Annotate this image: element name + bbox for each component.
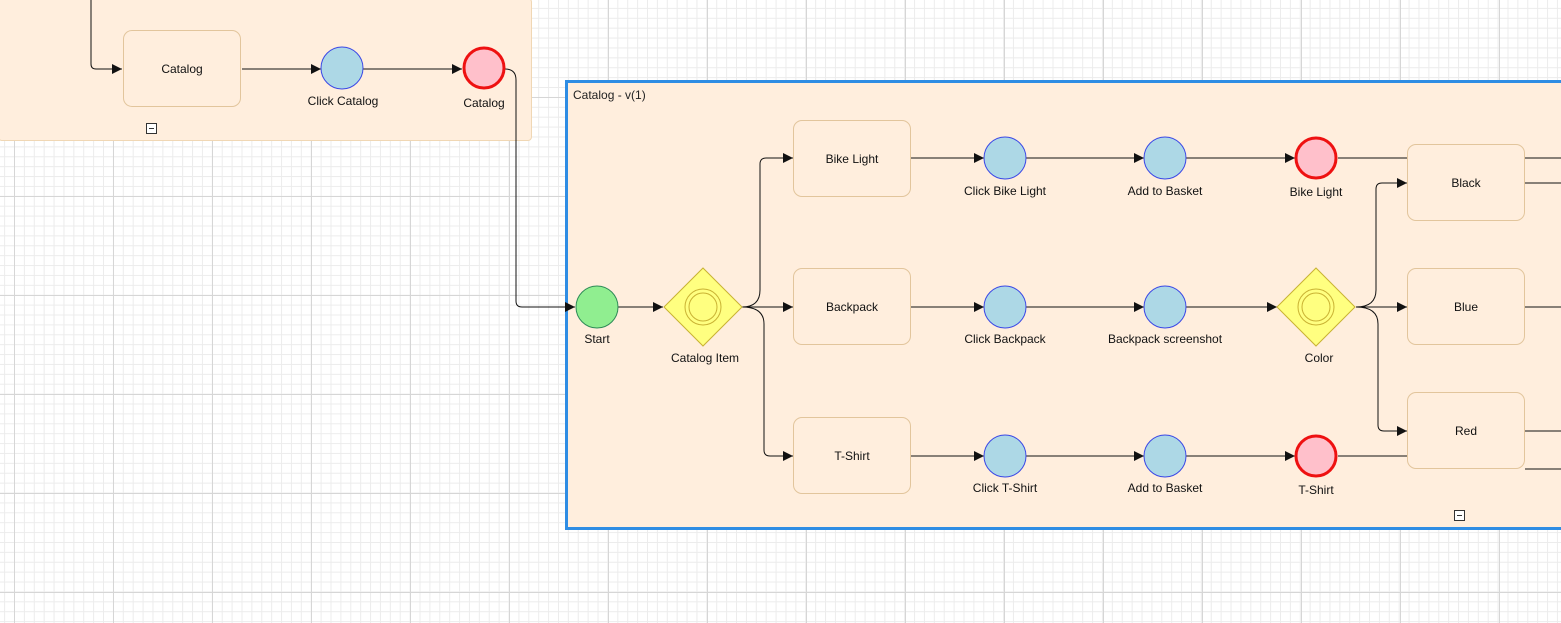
task-backpack[interactable]: Backpack (793, 268, 911, 345)
event-click-bike-light[interactable] (983, 136, 1027, 180)
end-event-bike-light[interactable] (1294, 136, 1338, 180)
start-event[interactable] (575, 285, 619, 329)
task-bike-light[interactable]: Bike Light (793, 120, 911, 197)
event-click-catalog[interactable] (320, 46, 364, 90)
label-backpack-screenshot: Backpack screenshot (1107, 332, 1223, 346)
edge (1355, 306, 1407, 436)
gateway-color[interactable] (1276, 267, 1356, 347)
label-color: Color (1304, 351, 1334, 365)
event-click-tshirt[interactable] (983, 434, 1027, 478)
collapse-button-main-pool[interactable] (1454, 510, 1465, 521)
label-add-to-basket-2: Add to Basket (1127, 481, 1203, 495)
label-bike-light-end: Bike Light (1289, 185, 1343, 199)
label-click-catalog: Click Catalog (307, 94, 379, 108)
label-click-backpack: Click Backpack (964, 332, 1046, 346)
edge (504, 68, 575, 312)
label-click-tshirt: Click T-Shirt (972, 481, 1038, 495)
event-add-to-basket-1[interactable] (1143, 136, 1187, 180)
task-black[interactable]: Black (1407, 144, 1525, 221)
task-blue[interactable]: Blue (1407, 268, 1525, 345)
label-start: Start (584, 332, 610, 346)
event-click-backpack[interactable] (983, 285, 1027, 329)
label-click-bike-light: Click Bike Light (963, 184, 1047, 198)
edge (1355, 178, 1407, 308)
event-backpack-screenshot[interactable] (1143, 285, 1187, 329)
label-add-to-basket-1: Add to Basket (1127, 184, 1203, 198)
collapse-button-top-pool[interactable] (146, 123, 157, 134)
pool-title: Catalog - v(1) (573, 88, 646, 102)
edge (90, 0, 122, 74)
gateway-catalog-item[interactable] (663, 267, 743, 347)
task-catalog[interactable]: Catalog (123, 30, 241, 107)
pool-top[interactable] (0, 0, 532, 141)
task-tshirt[interactable]: T-Shirt (793, 417, 911, 494)
label-tshirt-end: T-Shirt (1298, 483, 1334, 497)
end-event-tshirt[interactable] (1294, 434, 1338, 478)
edge (741, 153, 793, 308)
edge (741, 306, 793, 461)
task-red[interactable]: Red (1407, 392, 1525, 469)
label-catalog-item: Catalog Item (670, 351, 740, 365)
event-add-to-basket-2[interactable] (1143, 434, 1187, 478)
end-event-catalog[interactable] (462, 46, 506, 90)
label-catalog-end: Catalog (463, 96, 505, 110)
